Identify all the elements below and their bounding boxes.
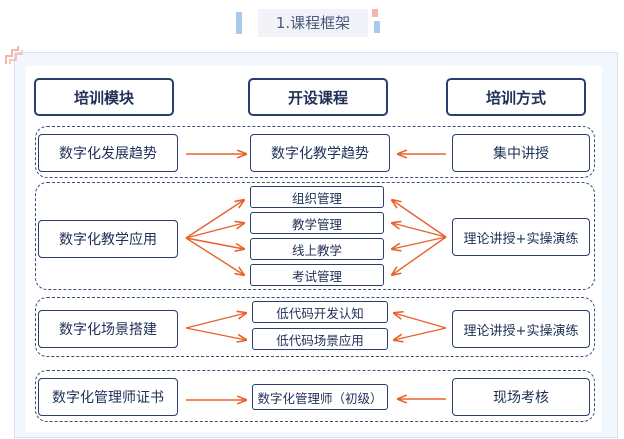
title-accent-left (236, 12, 242, 34)
arrow-row2-right-1 (392, 200, 447, 238)
arrow-row2-right-4 (392, 236, 447, 275)
arrow-row3-left-1 (185, 313, 246, 329)
arrow-row2-left-1 (185, 200, 244, 239)
module-digital-trends: 数字化发展趋势 (38, 134, 178, 172)
arrow-row3-right-1 (394, 313, 447, 329)
group-frame-row-2 (35, 182, 595, 290)
method-centralized-lecture: 集中讲授 (452, 134, 590, 172)
arrow-row2-left-3 (185, 237, 244, 249)
arrow-row2-left-4 (185, 237, 244, 275)
corner-decoration-icon (5, 46, 23, 64)
course-digital-teaching-trends: 数字化教学趋势 (250, 134, 390, 172)
header-training-method: 培训方式 (446, 78, 586, 116)
header-training-module: 培训模块 (34, 78, 174, 116)
module-digital-manager-certificate: 数字化管理师证书 (38, 378, 178, 416)
course-digital-manager-junior: 数字化管理师（初级） (252, 384, 388, 410)
group-frame-row-1 (35, 126, 595, 178)
arrow-row3-right-2 (394, 327, 447, 340)
arrow-row2-right-3 (392, 236, 447, 249)
title-accent-square-bottom (374, 21, 380, 33)
method-theory-and-practice-2: 理论讲授+实操演练 (452, 310, 590, 348)
header-courses: 开设课程 (248, 78, 388, 116)
course-teaching-management: 教学管理 (250, 212, 384, 234)
course-low-code-awareness: 低代码开发认知 (252, 301, 388, 323)
course-exam-management: 考试管理 (250, 264, 384, 286)
method-theory-and-practice-1: 理论讲授+实操演练 (452, 218, 590, 256)
section-title: 1.课程框架 (258, 9, 368, 37)
arrow-row2-right-2 (392, 223, 447, 238)
arrow-row3-left-2 (185, 327, 246, 340)
course-organization-management: 组织管理 (250, 186, 384, 208)
group-frame-row-4 (35, 370, 595, 422)
method-on-site-assessment: 现场考核 (452, 378, 590, 416)
section-title-bar: 1.课程框架 (0, 0, 624, 46)
arrow-row2-left-2 (185, 223, 244, 239)
title-accent-square-top (372, 9, 378, 17)
course-low-code-scene-application: 低代码场景应用 (252, 328, 388, 350)
module-digital-teaching-application: 数字化教学应用 (38, 220, 178, 258)
group-frame-row-3 (35, 297, 595, 357)
module-digital-scene-building: 数字化场景搭建 (38, 310, 178, 348)
course-online-teaching: 线上教学 (250, 238, 384, 260)
